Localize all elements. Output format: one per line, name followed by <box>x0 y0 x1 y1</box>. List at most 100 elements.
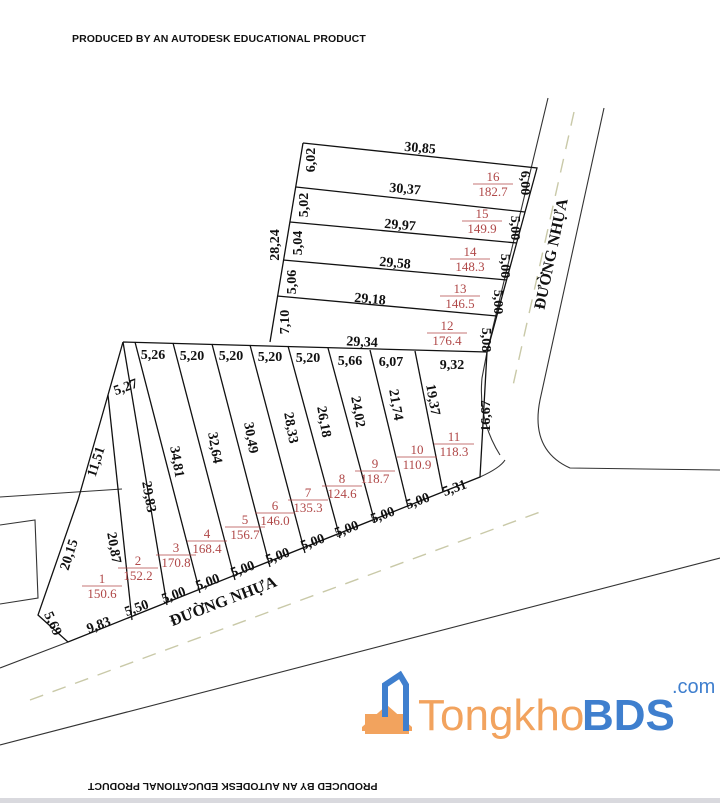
lot-area: 182.7 <box>478 184 508 199</box>
dimension-label: 29,34 <box>346 334 378 351</box>
dimension-label: 5,00 <box>264 545 292 567</box>
dimension-label: 9,32 <box>440 358 465 373</box>
lot-number: 11 <box>448 429 461 444</box>
lot-area: 110.9 <box>403 457 432 472</box>
roads <box>0 97 720 746</box>
dimension-label: 9,83 <box>85 614 113 636</box>
lot-number: 8 <box>339 471 346 486</box>
dimension-label: 5,00 <box>299 531 327 553</box>
lot-area: 135.3 <box>293 500 322 515</box>
lot-divider-15-14 <box>289 221 518 244</box>
lot-divider-3-4 <box>134 341 201 594</box>
lot-area: 118.7 <box>361 471 390 486</box>
dimension-label: 5,00 <box>194 571 222 593</box>
dimension-label: 5,27 <box>112 376 140 398</box>
dimension-label: 7,10 <box>278 310 293 335</box>
lot-divider-8-9 <box>327 347 376 524</box>
watermark-logo: Tongkho BDS .com <box>362 670 715 740</box>
bottom-strip <box>0 798 720 803</box>
lot-number: 5 <box>242 512 249 527</box>
lot-number: 4 <box>204 526 211 541</box>
lot-area: 156.7 <box>230 527 260 542</box>
lot-number: 14 <box>464 244 478 259</box>
dimension-label: 30,49 <box>240 421 260 455</box>
lot-area: 124.6 <box>327 486 357 501</box>
dimension-label: 28,33 <box>280 411 300 445</box>
lot-number: 7 <box>305 485 312 500</box>
lot-divider-14-13 <box>282 259 508 281</box>
lot-divider-6-7 <box>249 344 306 554</box>
lot-divider-5-6 <box>211 343 271 568</box>
dimension-label: 5,20 <box>219 349 244 364</box>
lot-number: 13 <box>454 281 467 296</box>
lot-area: 149.9 <box>467 221 496 236</box>
dimension-label: 29,58 <box>379 255 412 273</box>
dimension-label: 24,02 <box>347 395 367 429</box>
dimension-label: 5,06 <box>285 270 300 295</box>
dimension-label: 5,20 <box>180 349 205 364</box>
lot-divider-9-10 <box>369 349 409 508</box>
lot-area: 170.8 <box>161 555 190 570</box>
lot-number: 3 <box>173 540 180 555</box>
dimension-label: 32,64 <box>204 431 224 465</box>
watermark-brand: Tongkho <box>418 691 584 740</box>
dimension-label: 5,69 <box>40 610 64 639</box>
lot-divider-4-5 <box>172 342 236 581</box>
dimension-label: 20,15 <box>58 538 82 573</box>
lot-area: 146.5 <box>445 296 474 311</box>
dimension-label: 5,20 <box>296 351 321 366</box>
dimension-label: 29,18 <box>354 291 387 309</box>
right-road-left-edge <box>480 97 549 456</box>
autodesk-footer-stamp: PRODUCED BY AN AUTODESK EDUCATIONAL PROD… <box>88 780 378 792</box>
lot-divider-10-11 <box>414 350 444 493</box>
dimension-label: 5,02 <box>297 193 312 218</box>
bottom-road-bottom-edge <box>0 557 720 746</box>
lot-divider-2-3 <box>122 341 168 606</box>
dimension-label: 5,04 <box>291 231 306 256</box>
autodesk-header-stamp: PRODUCED BY AN AUTODESK EDUCATIONAL PROD… <box>72 33 366 45</box>
lot-divider-13-12 <box>276 295 498 317</box>
dimension-label: 16,67 <box>479 400 494 432</box>
dimension-label: 5,00 <box>404 490 432 512</box>
lot-area: 118.3 <box>440 444 469 459</box>
lot-area: 176.4 <box>432 333 462 348</box>
dimension-label: 5,00 <box>507 216 522 241</box>
dimension-label: 5,08 <box>478 328 493 353</box>
lot-area: 168.4 <box>192 541 222 556</box>
dimension-label: 11,51 <box>85 445 109 479</box>
dimension-label: 5,50 <box>123 597 151 619</box>
dimension-label: 21,74 <box>385 388 405 422</box>
upper-block-outline <box>269 142 538 353</box>
lot-number: 1 <box>99 571 106 586</box>
dimension-label: 30,85 <box>404 140 437 158</box>
dimension-label: 5,00 <box>369 504 397 526</box>
lot-number: 2 <box>135 553 142 568</box>
dimension-label: 34,81 <box>166 445 186 479</box>
dimension-label: 5,26 <box>141 348 166 363</box>
dimension-label: 6,00 <box>517 171 532 196</box>
lot-number: 6 <box>272 498 279 513</box>
lot-number: 16 <box>487 169 501 184</box>
dimension-label: 6,07 <box>379 355 404 370</box>
watermark-suffix: .com <box>672 676 715 698</box>
dimension-label: 5,00 <box>497 254 512 279</box>
lot-divider-1-2 <box>107 394 133 621</box>
dimension-label: 19,37 <box>422 383 442 417</box>
right-road-right-edge <box>537 107 720 471</box>
dimension-label: 30,37 <box>389 181 422 199</box>
dimension-label: 5,00 <box>490 290 505 315</box>
bottom-road-centerline <box>29 511 541 701</box>
upper-block <box>269 142 538 353</box>
lot-number: 12 <box>441 318 454 333</box>
